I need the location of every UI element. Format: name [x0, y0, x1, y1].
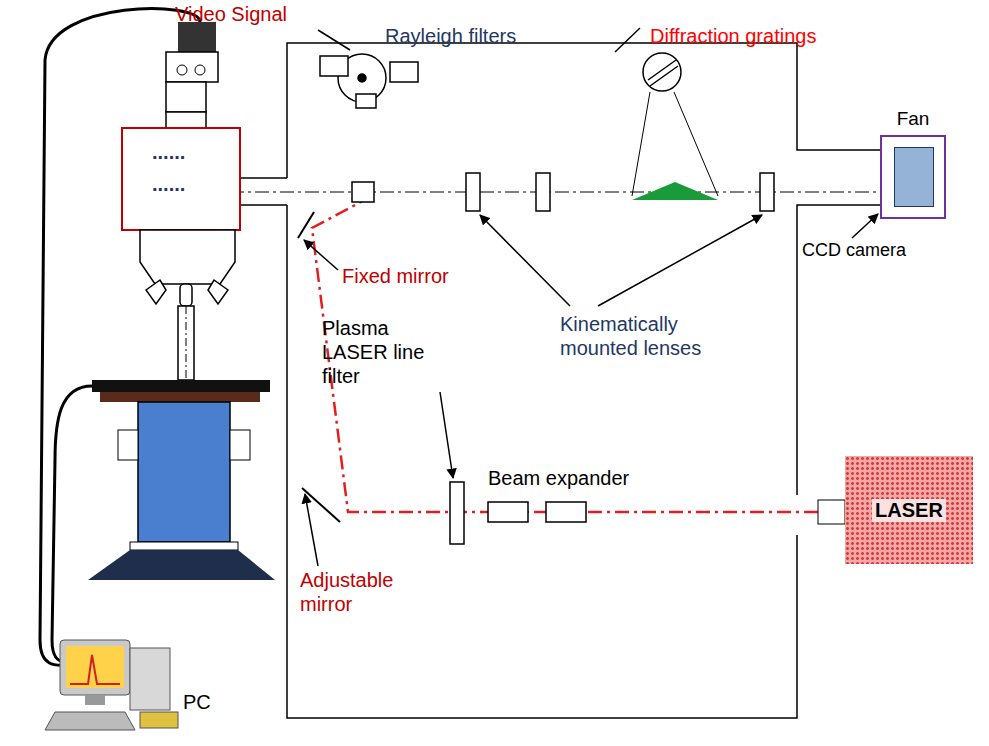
beam-expander	[488, 502, 586, 522]
laser-aperture	[818, 500, 845, 524]
part-label: Rayleigh filters	[385, 24, 516, 48]
part-label: Fixed mirror	[342, 264, 449, 288]
dots-mark: ......	[152, 172, 185, 196]
signal-label: Video Signal	[175, 2, 287, 26]
part-label: Beam expander	[488, 466, 629, 490]
camera-window	[894, 147, 934, 207]
line-filter	[450, 482, 464, 544]
laser-box: LASER	[845, 456, 973, 564]
part-label: Plasma LASER line filter	[322, 316, 440, 388]
part-label: Kinematically mounted lenses	[560, 312, 730, 360]
lenses	[466, 173, 774, 211]
node-text: LASER	[872, 499, 946, 522]
part-label: PC	[183, 690, 211, 714]
part-label: CCD camera	[802, 238, 906, 262]
node-heading: Fan	[882, 107, 944, 131]
diffraction-grating	[632, 53, 718, 200]
part-label: Diffraction gratings	[650, 24, 816, 48]
laser-beam	[312, 196, 818, 512]
part-label: Adjustable mirror	[300, 568, 412, 616]
cables	[40, 9, 200, 666]
fixed-mirror	[298, 212, 314, 238]
pc-illustration	[45, 640, 178, 730]
leader-lines	[304, 28, 878, 566]
fan-camera-box: Fan	[880, 135, 946, 219]
enclosure	[205, 43, 880, 718]
microscope	[88, 0, 275, 580]
rayleigh-filter-wheel	[320, 54, 418, 202]
dots-mark: ......	[152, 140, 185, 164]
